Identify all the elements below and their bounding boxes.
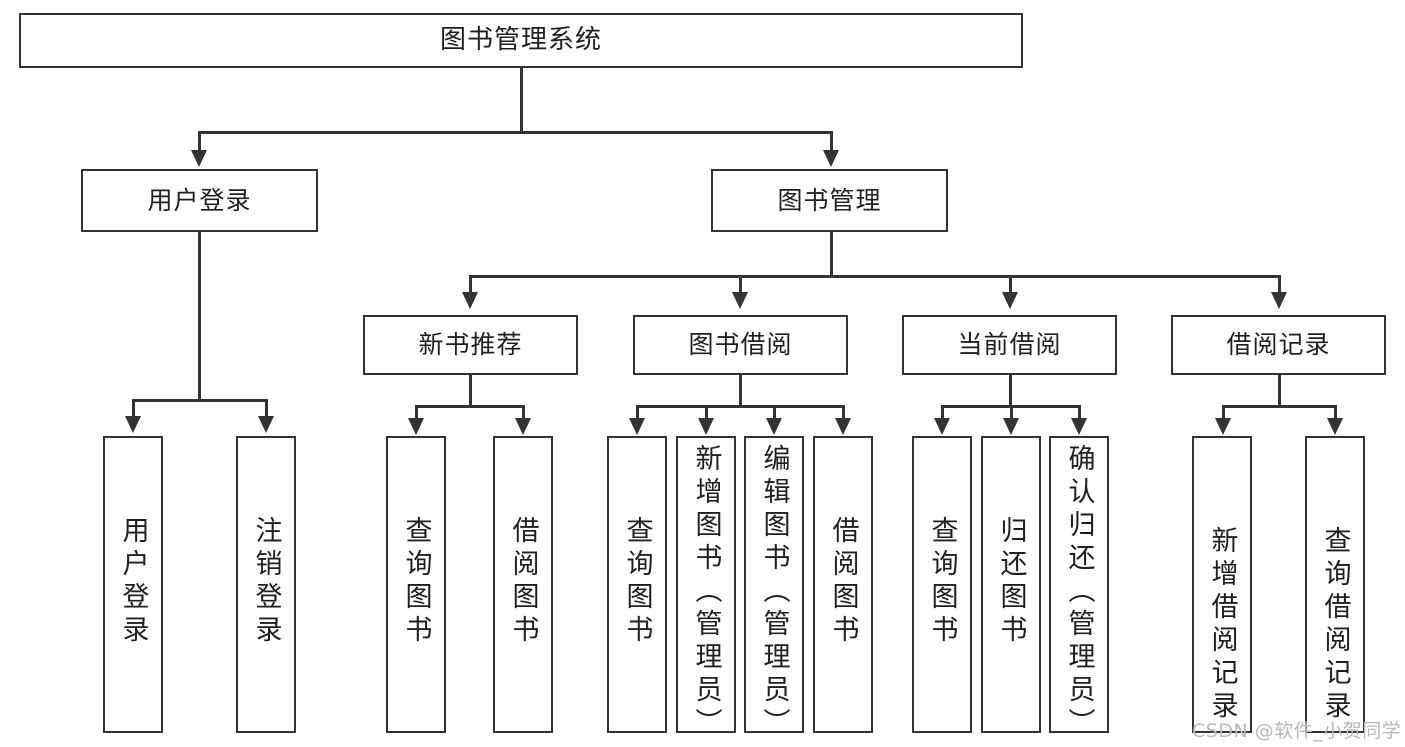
leaf-cb-return-book[interactable]: 归还图书 [981,436,1041,733]
leaf-logout[interactable]: 注销登录 [236,436,296,733]
connector-br-child-1 [1334,405,1337,421]
arrowhead-cb-query-book [934,418,950,435]
node-label: 图书借阅 [688,330,793,360]
leaf-nbr-borrow-book[interactable]: 借阅图书 [493,436,553,733]
leaf-cb-confirm-return-admin[interactable]: 确认归还（管理员） [1049,436,1109,741]
connector-nbr-child-0 [415,405,418,421]
connector-root-bar [198,131,832,134]
connector-cb-child-2 [1078,405,1081,421]
arrowhead-br-query-record [1327,418,1343,435]
connector-cb-child-1 [1010,405,1013,421]
connector-bm-child-3 [1278,275,1281,295]
arrowhead-user-login [191,150,207,167]
connector-cb-stem [1009,375,1012,407]
connector-user-login-child-1 [265,399,268,419]
leaf-br-query-borrow-record[interactable]: 查询借阅记录 [1305,436,1365,733]
arrowhead-leaf-user-login [125,416,141,433]
arrowhead-cb-confirm-return [1071,418,1087,435]
arrowhead-nbr-borrow-book [515,418,531,435]
arrowhead-new-book-recommend [462,292,478,309]
connector-book-management-bar [469,275,1281,278]
node-label: 注销登录 [250,516,282,648]
leaf-nbr-query-book[interactable]: 查询图书 [386,436,446,733]
node-book-management[interactable]: 图书管理 [711,169,948,232]
arrowhead-bb-borrow-book [835,418,851,435]
node-label: 借阅图书 [827,516,859,648]
csdn-watermark: CSDN @软件_小贺同学 [1192,720,1402,742]
arrowhead-book-management [823,150,839,167]
node-label: 归还图书 [995,516,1027,648]
connector-user-login-stem [198,232,201,401]
node-label: 当前借阅 [957,330,1062,360]
node-label: 图书管理系统 [439,25,602,56]
leaf-bb-query-book[interactable]: 查询图书 [607,436,667,733]
node-label: 编辑图书（管理员） [758,444,790,741]
arrowhead-current-borrow [1002,292,1018,309]
arrowhead-bb-add-book [698,418,714,435]
node-label: 查询图书 [926,516,958,648]
node-label: 确认归还（管理员） [1063,444,1095,741]
connector-nbr-bar [415,405,524,408]
connector-bb-child-2 [773,405,776,421]
connector-br-stem [1278,375,1281,407]
node-user-login[interactable]: 用户登录 [81,169,318,232]
node-new-book-recommend[interactable]: 新书推荐 [363,315,578,375]
connector-bb-child-1 [705,405,708,421]
node-label: 图书管理 [777,185,882,215]
arrowhead-nbr-query-book [408,418,424,435]
node-current-borrow[interactable]: 当前借阅 [902,315,1117,375]
connector-bb-child-0 [636,405,639,421]
node-label: 新增借阅记录 [1206,526,1238,724]
node-book-borrow[interactable]: 图书借阅 [633,315,848,375]
leaf-bb-edit-book-admin[interactable]: 编辑图书（管理员） [744,436,804,741]
connector-bm-child-2 [1009,275,1012,295]
leaf-cb-query-book[interactable]: 查询图书 [912,436,972,733]
node-label: 借阅图书 [507,516,539,648]
arrowhead-borrow-record [1271,292,1287,309]
arrowhead-bb-query-book [629,418,645,435]
connector-book-management-stem [830,232,833,277]
node-label: 用户登录 [147,185,252,215]
connector-root-stem [520,68,523,133]
connector-br-child-0 [1222,405,1225,421]
node-label: 查询图书 [621,516,653,648]
connector-cb-child-0 [941,405,944,421]
connector-user-login-bar [132,399,267,402]
connector-bb-child-3 [842,405,845,421]
leaf-bb-add-book-admin[interactable]: 新增图书（管理员） [676,436,736,741]
arrowhead-leaf-logout [258,416,274,433]
leaf-user-login[interactable]: 用户登录 [103,436,163,733]
connector-bm-child-0 [469,275,472,295]
connector-bb-stem [739,375,742,407]
connector-bm-child-1 [739,275,742,295]
node-root-book-management-system[interactable]: 图书管理系统 [19,13,1023,68]
arrowhead-cb-return-book [1003,418,1019,435]
leaf-bb-borrow-book[interactable]: 借阅图书 [813,436,873,733]
arrowhead-book-borrow [732,292,748,309]
connector-nbr-stem [469,375,472,407]
node-borrow-record[interactable]: 借阅记录 [1171,315,1386,375]
node-label: 新书推荐 [418,330,523,360]
connector-root-to-book-management [830,131,833,153]
node-label: 查询图书 [400,516,432,648]
connector-bb-bar [636,405,844,408]
node-label: 新增图书（管理员） [690,444,722,741]
node-label: 查询借阅记录 [1319,526,1351,724]
connector-nbr-child-1 [522,405,525,421]
node-label: 借阅记录 [1226,330,1331,360]
arrowhead-bb-edit-book [766,418,782,435]
arrowhead-br-add-record [1215,418,1231,435]
connector-user-login-child-0 [132,399,135,419]
connector-root-to-user-login [198,131,201,153]
leaf-br-add-borrow-record[interactable]: 新增借阅记录 [1192,436,1252,733]
node-label: 用户登录 [117,516,149,648]
connector-br-bar [1222,405,1336,408]
